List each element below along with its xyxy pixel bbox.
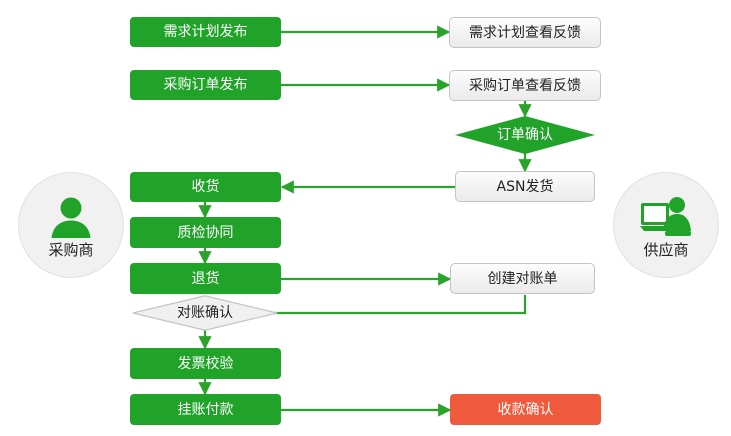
node-return-goods[interactable]: 退货 — [130, 263, 281, 294]
node-payable-payment[interactable]: 挂账付款 — [130, 394, 281, 425]
node-receive-goods[interactable]: 收货 — [130, 172, 281, 202]
actor-supplier: 供应商 — [613, 172, 719, 278]
node-po-publish[interactable]: 采购订单发布 — [130, 70, 281, 100]
node-statement-confirm-label: 对账确认 — [177, 305, 233, 321]
node-demand-plan-feedback[interactable]: 需求计划查看反馈 — [449, 17, 601, 48]
node-order-confirm[interactable]: 订单确认 — [455, 116, 595, 154]
person-icon — [43, 195, 99, 239]
actor-buyer: 采购商 — [18, 172, 124, 278]
node-receipt-confirm[interactable]: 收款确认 — [450, 394, 601, 425]
person-at-computer-icon — [638, 195, 694, 239]
node-statement-confirm[interactable]: 对账确认 — [132, 295, 278, 331]
actor-supplier-label: 供应商 — [643, 240, 689, 259]
node-quality-collab[interactable]: 质检协同 — [130, 217, 281, 248]
node-order-confirm-label: 订单确认 — [497, 127, 553, 143]
actor-buyer-label: 采购商 — [48, 240, 94, 259]
node-create-statement[interactable]: 创建对账单 — [450, 263, 595, 294]
node-invoice-check[interactable]: 发票校验 — [130, 348, 281, 379]
node-demand-plan-publish[interactable]: 需求计划发布 — [130, 17, 281, 47]
node-asn-ship[interactable]: ASN发货 — [455, 171, 595, 202]
node-po-feedback[interactable]: 采购订单查看反馈 — [449, 70, 601, 101]
